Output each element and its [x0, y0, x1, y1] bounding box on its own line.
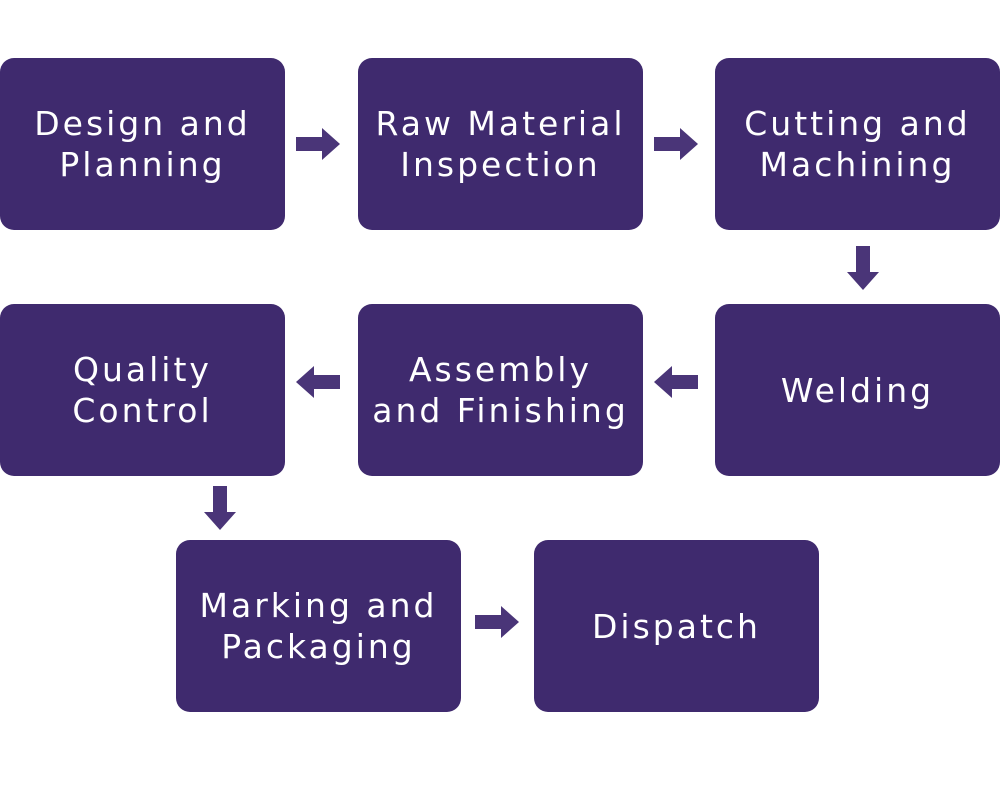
arrow-right-icon	[473, 604, 521, 640]
step-label: Marking and Packaging	[199, 586, 438, 666]
step-label: Quality Control	[72, 350, 213, 430]
step-quality-control: Quality Control	[0, 304, 285, 476]
step-label: Welding	[780, 370, 935, 410]
step-assembly-and-finishing: Assembly and Finishing	[358, 304, 643, 476]
arrow-left-icon	[294, 364, 342, 400]
step-raw-material-inspection: Raw Material Inspection	[358, 58, 643, 230]
step-cutting-and-machining: Cutting and Machining	[715, 58, 1000, 230]
arrow-right-icon	[652, 126, 700, 162]
arrow-down-icon	[845, 244, 881, 292]
arrow-down-icon	[202, 484, 238, 532]
step-label: Cutting and Machining	[744, 104, 971, 184]
arrow-right-icon	[294, 126, 342, 162]
step-marking-and-packaging: Marking and Packaging	[176, 540, 461, 712]
step-welding: Welding	[715, 304, 1000, 476]
arrow-left-icon	[652, 364, 700, 400]
step-design-and-planning: Design and Planning	[0, 58, 285, 230]
step-label: Assembly and Finishing	[372, 350, 629, 430]
step-label: Raw Material Inspection	[375, 104, 626, 184]
step-label: Design and Planning	[34, 104, 251, 184]
step-dispatch: Dispatch	[534, 540, 819, 712]
step-label: Dispatch	[592, 606, 761, 646]
